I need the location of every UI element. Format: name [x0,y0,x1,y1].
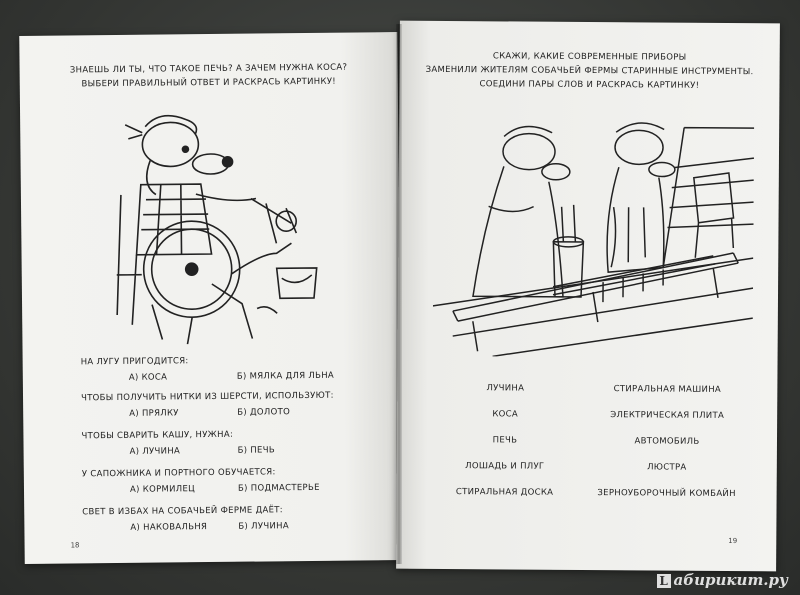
right-page-number: 19 [728,536,738,546]
laundry-dogs-illustration [432,106,755,358]
answer-3a[interactable]: А) ЛУЧИНА [129,446,181,457]
left-page: ЗНАЕШЬ ЛИ ТЫ, ЧТО ТАКОЕ ПЕЧЬ? А ЗАЧЕМ НУ… [19,32,403,564]
right-word-1[interactable]: СТИРАЛЬНАЯ МАШИНА [613,384,722,395]
right-page: СКАЖИ, КАКИЕ СОВРЕМЕННЫЕ ПРИБОРЫ ЗАМЕНИЛ… [396,20,780,572]
left-heading-line1: ЗНАЕШЬ ЛИ ТЫ, ЧТО ТАКОЕ ПЕЧЬ? А ЗАЧЕМ НУ… [69,62,348,76]
answer-1a[interactable]: А) КОСА [128,372,168,383]
question-3: ЧТОБЫ СВАРИТЬ КАШУ, НУЖНА: [81,429,234,442]
right-word-4[interactable]: ЛЮСТРА [647,462,687,473]
answer-3b[interactable]: Б) ПЕЧЬ [237,445,276,456]
answer-5b[interactable]: Б) ЛУЧИНА [238,521,289,532]
right-word-3[interactable]: АВТОМОБИЛЬ [634,436,700,447]
question-1: НА ЛУГУ ПРИГОДИТСЯ: [80,356,189,368]
right-heading-line3: СОЕДИНИ ПАРЫ СЛОВ И РАСКРАСЬ КАРТИНКУ! [479,79,700,91]
watermark-logo-icon: L [656,574,671,588]
book-spine [396,24,402,564]
answer-1b[interactable]: Б) МЯЛКА ДЛЯ ЛЬНА [236,370,335,382]
answer-5a[interactable]: А) НАКОВАЛЬНЯ [130,522,208,533]
answer-4b[interactable]: Б) ПОДМАСТЕРЬЕ [237,482,320,494]
answer-2a[interactable]: А) ПРЯЛКУ [129,408,179,419]
left-word-5[interactable]: СТИРАЛЬНАЯ ДОСКА [455,487,554,498]
spinning-wheel-dog-illustration [90,103,323,345]
answer-4a[interactable]: А) КОРМИЛЕЦ [129,484,196,495]
watermark-text: абирикит.ру [673,571,788,589]
question-5: СВЕТ В ИЗБАХ НА СОБАЧЬЕЙ ФЕРМЕ ДАЁТ: [82,505,283,518]
right-heading-line2: ЗАМЕНИЛИ ЖИТЕЛЯМ СОБАЧЬЕЙ ФЕРМЫ СТАРИННЫ… [425,64,754,78]
question-2: ЧТОБЫ ПОЛУЧИТЬ НИТКИ ИЗ ШЕРСТИ, ИСПОЛЬЗУ… [80,390,334,404]
left-word-3[interactable]: ПЕЧЬ [492,435,518,446]
left-word-4[interactable]: ЛОШАДЬ И ПЛУГ [465,461,545,472]
left-word-1[interactable]: ЛУЧИНА [486,383,525,394]
right-word-5[interactable]: ЗЕРНОУБОРОЧНЫЙ КОМБАЙН [597,488,736,500]
left-page-number: 18 [70,541,80,550]
right-word-2[interactable]: ЭЛЕКТРИЧЕСКАЯ ПЛИТА [610,410,725,421]
question-4: У САПОЖНИКА И ПОРТНОГО ОБУЧАЕТСЯ: [81,467,276,480]
left-word-2[interactable]: КОСА [492,409,519,420]
right-heading-line1: СКАЖИ, КАКИЕ СОВРЕМЕННЫЕ ПРИБОРЫ [492,51,687,63]
left-heading-line2: ВЫБЕРИ ПРАВИЛЬНЫЙ ОТВЕТ И РАСКРАСЬ КАРТИ… [81,76,337,90]
answer-2b[interactable]: Б) ДОЛОТО [237,407,291,418]
